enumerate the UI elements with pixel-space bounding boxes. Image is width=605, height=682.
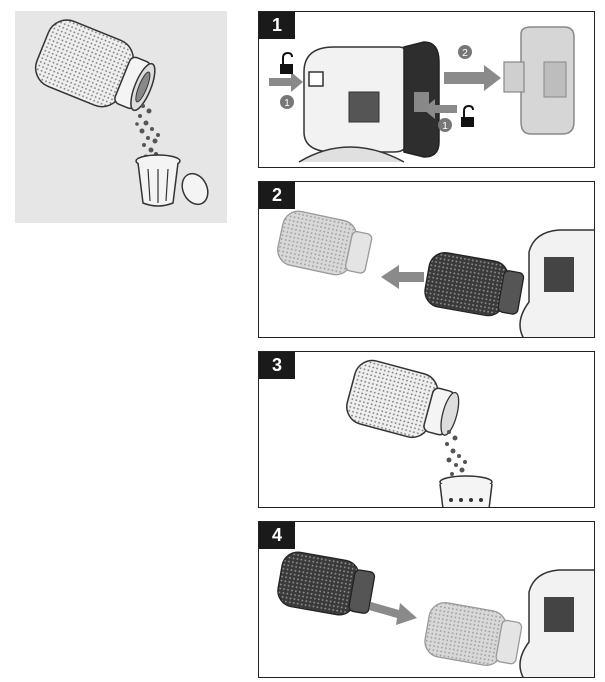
filter-install-illustration [277, 551, 594, 677]
filter-emptying-step-illustration [346, 359, 493, 507]
step-number-badge: 4 [259, 522, 295, 549]
intro-illustration [15, 11, 227, 223]
filter-removal-illustration [277, 210, 594, 337]
filter-emptying-illustration [34, 19, 209, 207]
step-2-panel: 2 [258, 181, 595, 338]
step-3-panel: 3 [258, 351, 595, 508]
callout-2-remove: 2 [458, 45, 472, 59]
step-number-badge: 3 [259, 352, 295, 379]
step-1-panel: 1 1 2 1 [258, 11, 595, 168]
svg-text:1: 1 [284, 98, 290, 109]
unlock-icon [461, 104, 474, 127]
callout-1-left: 1 [280, 95, 294, 109]
svg-text:2: 2 [462, 48, 468, 59]
battery-removal-illustration: 1 1 2 [269, 26, 575, 163]
step-number-badge: 2 [259, 182, 295, 209]
step-number-badge: 1 [259, 12, 295, 39]
step-4-panel: 4 [258, 521, 595, 678]
svg-text:1: 1 [442, 121, 448, 132]
unlock-icon [280, 51, 293, 74]
callout-1-right: 1 [438, 118, 452, 132]
